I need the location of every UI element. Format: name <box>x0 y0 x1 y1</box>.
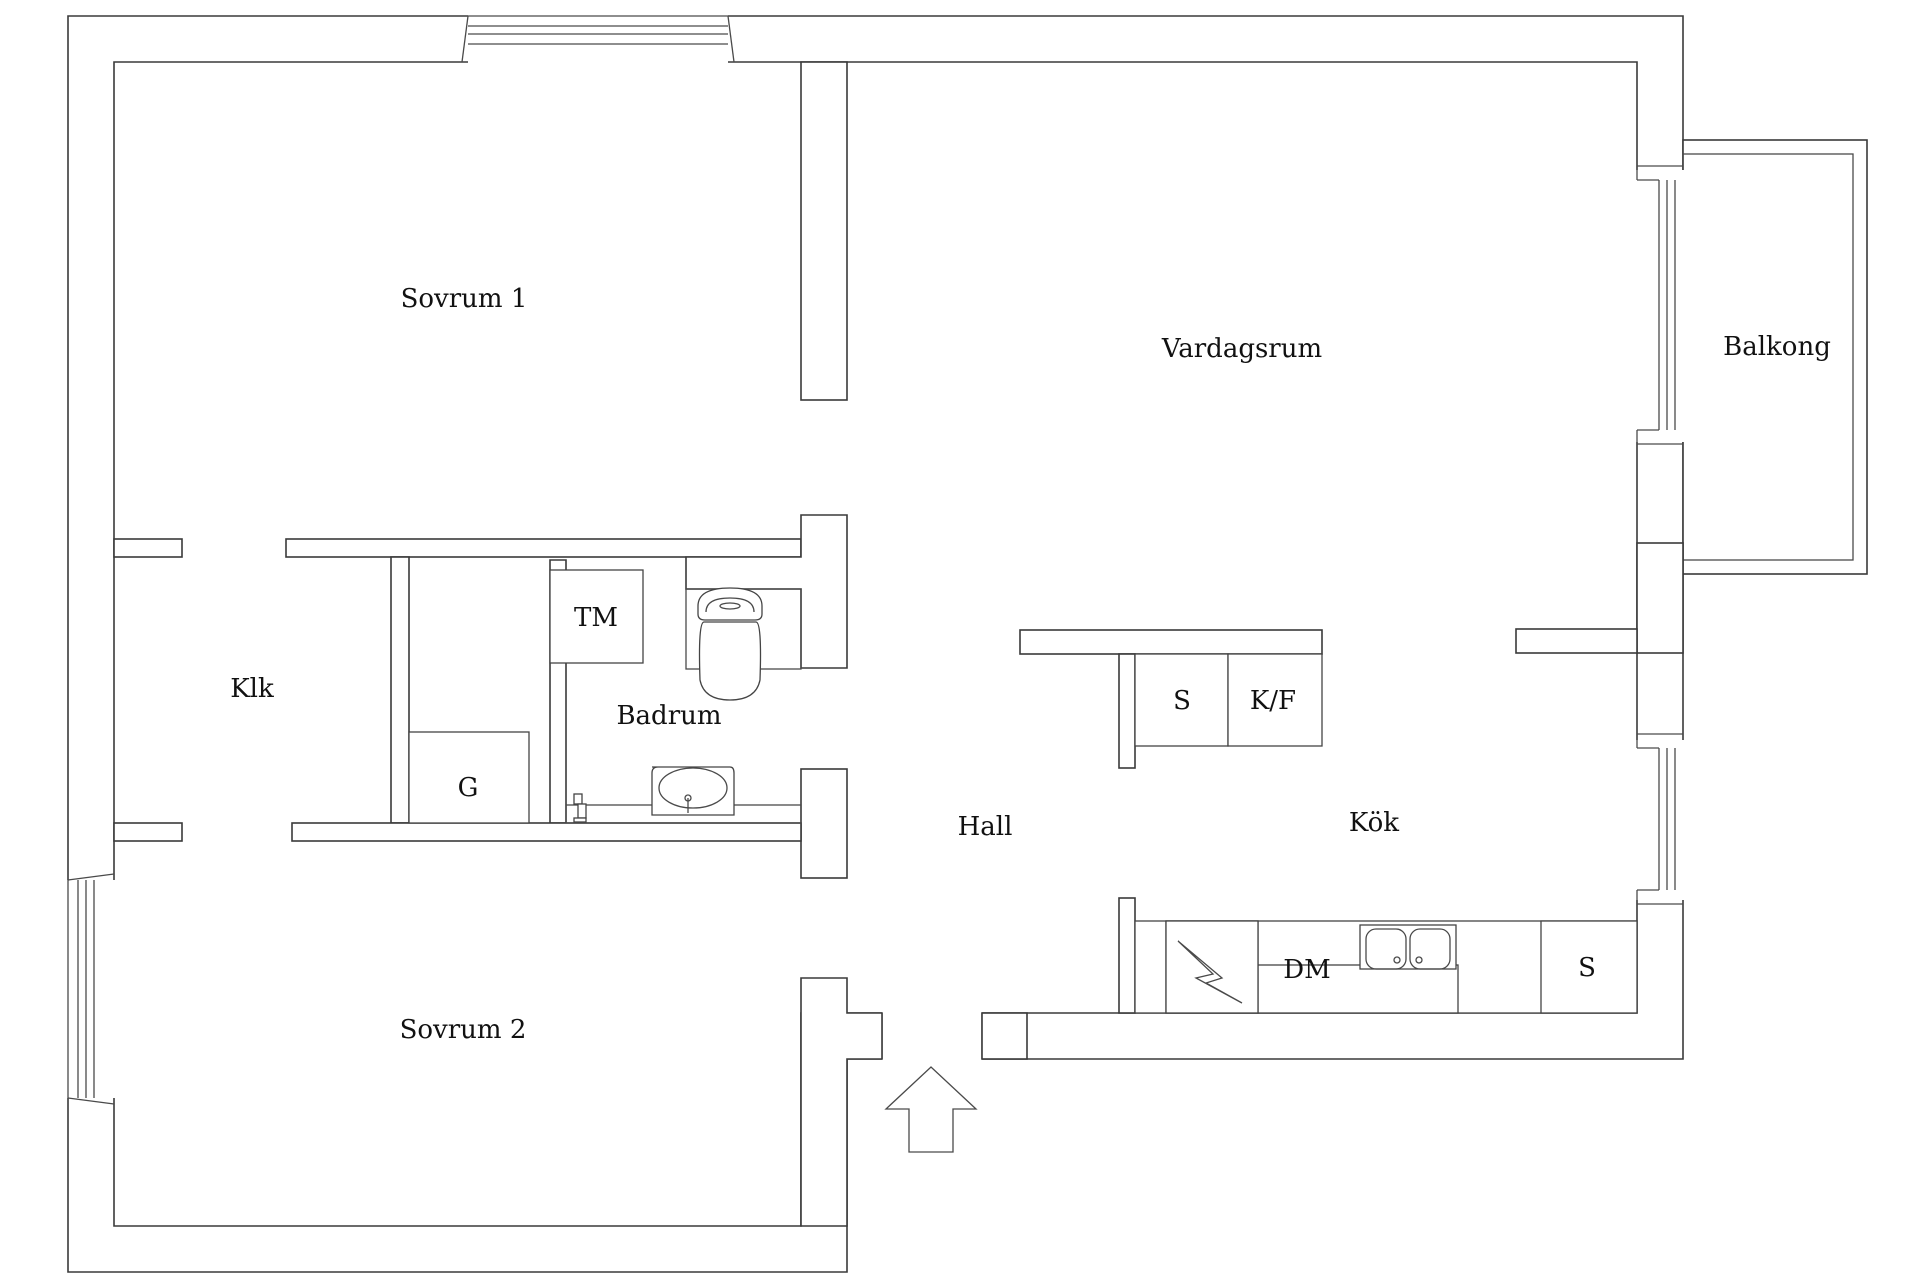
wall-sovrum2-top <box>291 822 802 842</box>
room-label-badrum: Badrum <box>616 701 721 731</box>
wall-hall-right-bottom <box>981 1012 1028 1060</box>
room-label-sovrum2: Sovrum 2 <box>400 1015 527 1045</box>
fixture-label-s-island: S <box>1173 686 1191 716</box>
window-kitchen <box>1635 733 1685 905</box>
dryer <box>408 731 530 824</box>
kitchen-island <box>1019 629 1323 769</box>
wall-badrum-right-bottom <box>800 768 848 879</box>
entrance-opening <box>881 1011 983 1061</box>
fixture-label-tm: TM <box>574 603 618 633</box>
wall-stub <box>1636 542 1684 654</box>
faucet-icon <box>573 793 587 823</box>
room-label-hall: Hall <box>958 812 1013 842</box>
lightning-icon <box>1177 940 1243 1004</box>
window-top <box>461 14 735 64</box>
fixture-label-s-counter: S <box>1578 953 1596 983</box>
wall-sovrum2-right <box>800 977 883 1227</box>
window-left <box>66 873 116 1105</box>
toilet-icon <box>697 587 763 701</box>
wall-klk-right <box>390 556 410 824</box>
wall-sovrum1-bottom-left <box>113 538 183 558</box>
washing-machine <box>549 569 644 664</box>
room-label-vardagsrum: Vardagsrum <box>1161 334 1322 364</box>
fixture-label-g: G <box>458 773 479 803</box>
wall-sovrum1-bottom <box>285 538 802 558</box>
room-label-klk: Klk <box>230 674 274 704</box>
wall-sovrum1-vardagsrum <box>800 61 848 401</box>
wall-stub <box>1515 628 1638 654</box>
fixture-label-kf: K/F <box>1250 686 1296 716</box>
room-label-balkong: Balkong <box>1723 332 1831 362</box>
washbasin-icon <box>651 766 735 816</box>
fixture-label-dm: DM <box>1283 955 1330 985</box>
wall-sovrum2-top-left <box>113 822 183 842</box>
balcony <box>1682 139 1868 575</box>
balcony-door <box>1635 165 1685 445</box>
entrance-arrow-icon <box>884 1066 978 1153</box>
stove <box>1165 920 1259 1014</box>
room-label-sovrum1: Sovrum 1 <box>401 284 528 314</box>
room-label-kok: Kök <box>1349 808 1399 838</box>
kitchen-sink-icon <box>1359 924 1457 970</box>
